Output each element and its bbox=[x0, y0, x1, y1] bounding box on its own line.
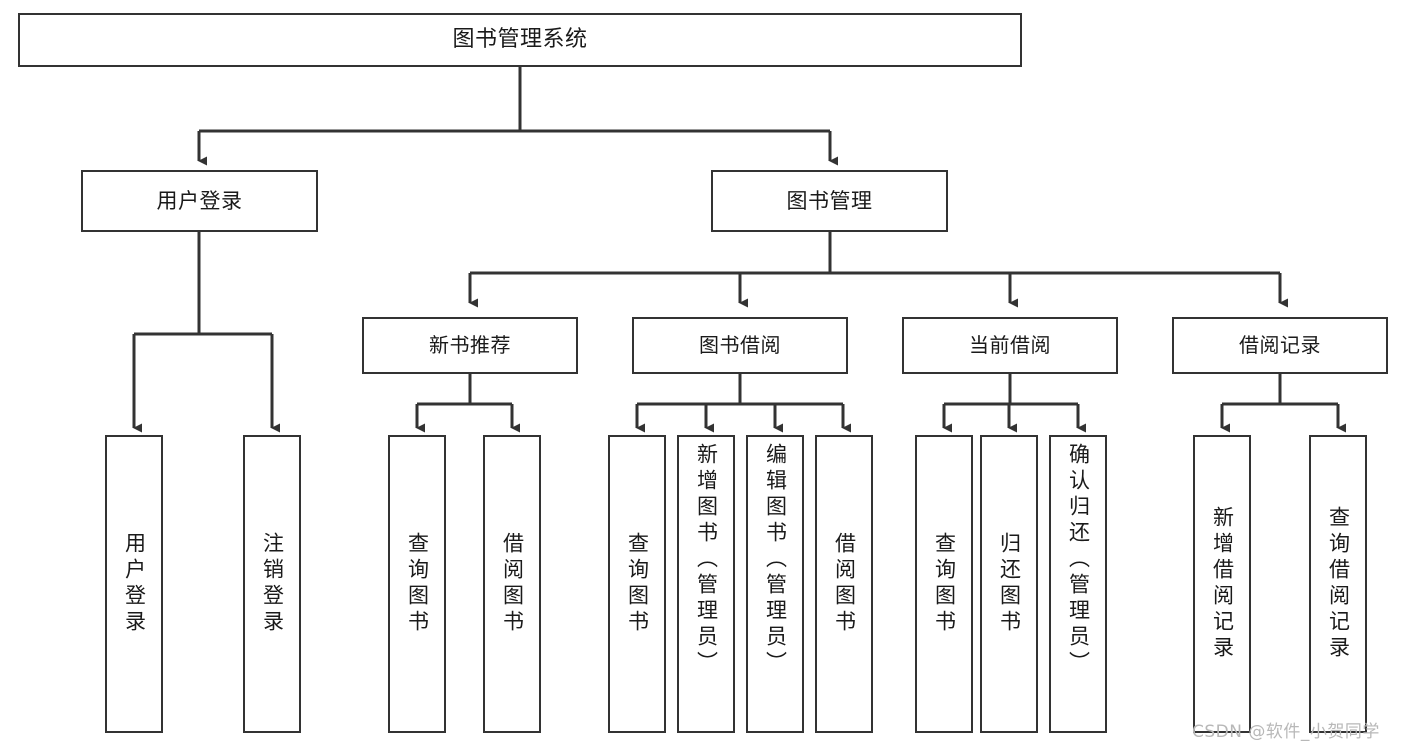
node-user-login-label: 用户登录 bbox=[156, 188, 243, 213]
leaf-current-confirm-return-admin-label: 确认归还（管理员） bbox=[1066, 443, 1091, 677]
leaf-user-login-login-label: 用户登录 bbox=[122, 532, 147, 636]
leaf-new-book-query-book[interactable]: 查询图书 bbox=[388, 435, 446, 733]
leaf-record-query-record-label: 查询借阅记录 bbox=[1326, 506, 1351, 662]
node-new-book-recommend[interactable]: 新书推荐 bbox=[362, 317, 578, 374]
csdn-watermark: CSDN @软件_小贺同学 bbox=[1192, 722, 1380, 742]
leaf-user-login-logout[interactable]: 注销登录 bbox=[243, 435, 301, 733]
node-book-borrow[interactable]: 图书借阅 bbox=[632, 317, 848, 374]
leaf-borrow-edit-book-admin-label: 编辑图书（管理员） bbox=[763, 443, 788, 677]
leaf-borrow-query-book-label: 查询图书 bbox=[625, 532, 650, 636]
leaf-current-return-book-label: 归还图书 bbox=[997, 532, 1022, 636]
node-current-borrow-label: 当前借阅 bbox=[969, 333, 1051, 357]
node-new-book-recommend-label: 新书推荐 bbox=[429, 333, 511, 357]
node-root-label: 图书管理系统 bbox=[452, 27, 588, 53]
leaf-new-book-borrow-book[interactable]: 借阅图书 bbox=[483, 435, 541, 733]
leaf-record-query-record[interactable]: 查询借阅记录 bbox=[1309, 435, 1367, 733]
leaf-current-confirm-return-admin[interactable]: 确认归还（管理员） bbox=[1049, 435, 1107, 733]
node-borrow-record[interactable]: 借阅记录 bbox=[1172, 317, 1388, 374]
leaf-borrow-query-book[interactable]: 查询图书 bbox=[608, 435, 666, 733]
node-book-management-label: 图书管理 bbox=[786, 188, 873, 213]
leaf-borrow-add-book-admin[interactable]: 新增图书（管理员） bbox=[677, 435, 735, 733]
leaf-current-query-book-label: 查询图书 bbox=[932, 532, 957, 636]
leaf-borrow-borrow-book[interactable]: 借阅图书 bbox=[815, 435, 873, 733]
leaf-record-add-record[interactable]: 新增借阅记录 bbox=[1193, 435, 1251, 733]
leaf-current-query-book[interactable]: 查询图书 bbox=[915, 435, 973, 733]
node-root-book-management-system[interactable]: 图书管理系统 bbox=[18, 13, 1022, 67]
leaf-user-login-logout-label: 注销登录 bbox=[260, 532, 285, 636]
node-current-borrow[interactable]: 当前借阅 bbox=[902, 317, 1118, 374]
node-borrow-record-label: 借阅记录 bbox=[1239, 333, 1321, 357]
leaf-user-login-login[interactable]: 用户登录 bbox=[105, 435, 163, 733]
leaf-borrow-edit-book-admin[interactable]: 编辑图书（管理员） bbox=[746, 435, 804, 733]
node-book-management[interactable]: 图书管理 bbox=[711, 170, 948, 232]
leaf-record-add-record-label: 新增借阅记录 bbox=[1210, 506, 1235, 662]
leaf-borrow-borrow-book-label: 借阅图书 bbox=[832, 532, 857, 636]
leaf-borrow-add-book-admin-label: 新增图书（管理员） bbox=[694, 443, 719, 677]
leaf-new-book-borrow-book-label: 借阅图书 bbox=[500, 532, 525, 636]
leaf-current-return-book[interactable]: 归还图书 bbox=[980, 435, 1038, 733]
node-user-login[interactable]: 用户登录 bbox=[81, 170, 318, 232]
node-book-borrow-label: 图书借阅 bbox=[699, 333, 781, 357]
leaf-new-book-query-book-label: 查询图书 bbox=[405, 532, 430, 636]
